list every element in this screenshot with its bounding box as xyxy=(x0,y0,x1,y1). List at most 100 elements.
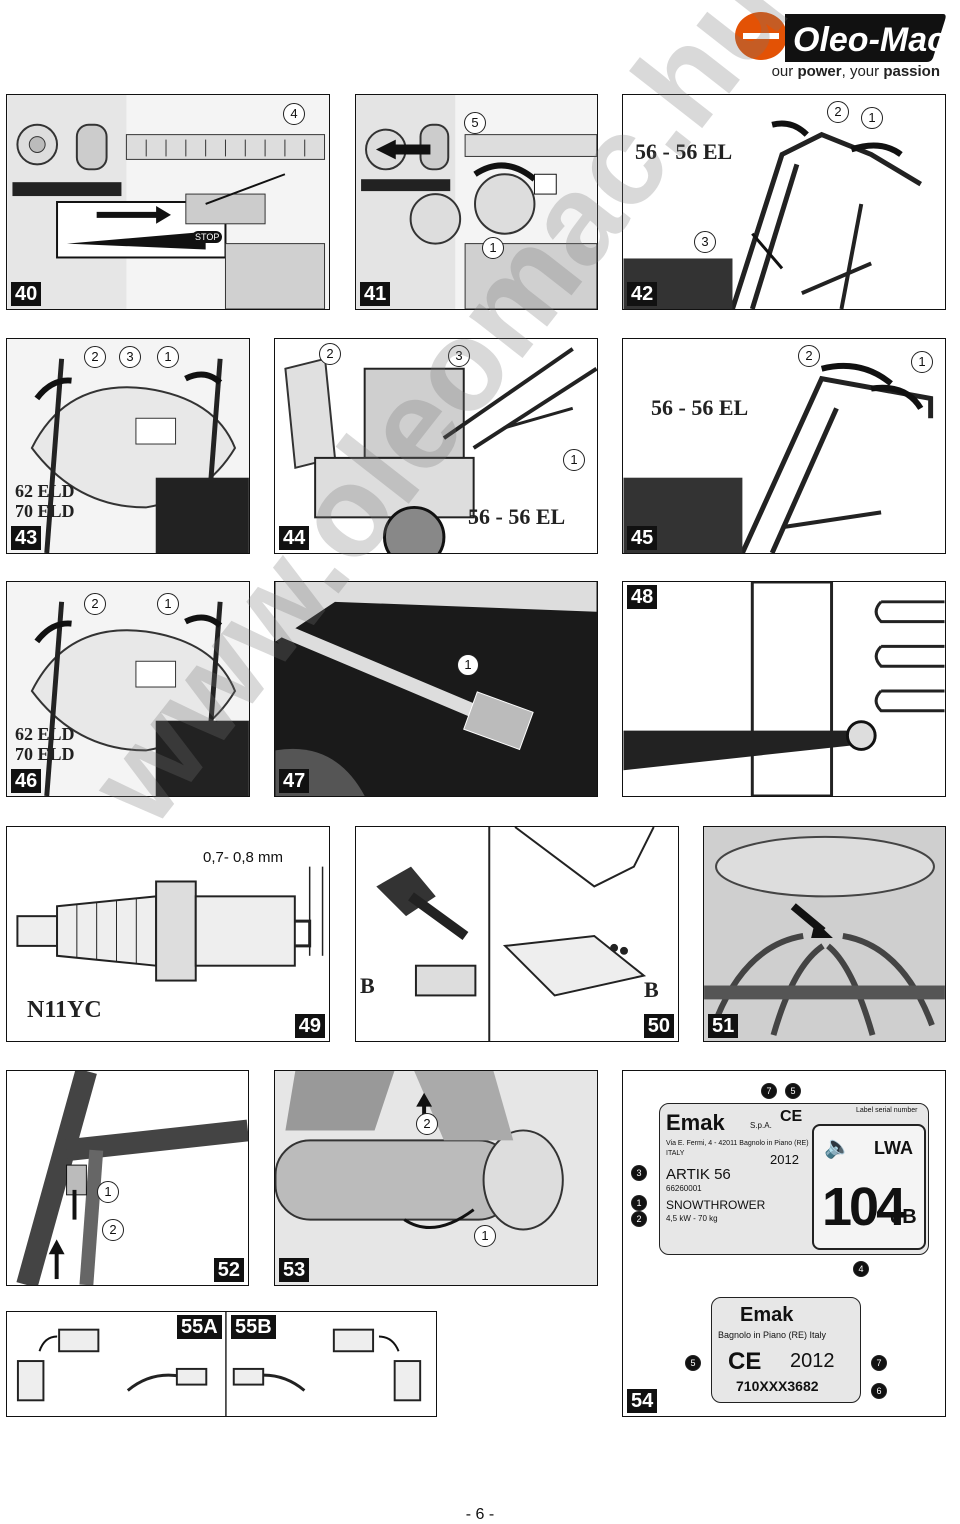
rating-label: Emak S.p.A. CE Label serial number Via E… xyxy=(659,1103,929,1255)
serial-caption: Label serial number xyxy=(856,1107,918,1114)
figure-number: 44 xyxy=(279,526,310,550)
callout-1: 1 xyxy=(631,1195,647,1211)
figure-number: 43 xyxy=(11,526,42,550)
callout-4: 4 xyxy=(283,103,305,125)
page-number: - 6 - xyxy=(465,1506,495,1523)
callout-2: 2 xyxy=(827,101,849,123)
figure-46: 2 1 62 ELD 70 ELD 46 xyxy=(6,581,250,797)
model-label: 62 ELD xyxy=(15,724,75,744)
callout-2: 2 xyxy=(319,343,341,365)
figure-51: 51 xyxy=(703,826,946,1042)
emak-brand: Emak xyxy=(740,1304,794,1326)
figure-number: 41 xyxy=(360,282,391,306)
model-label: 70 ELD xyxy=(15,501,75,521)
callout-3: 3 xyxy=(631,1165,647,1181)
figure-number: 48 xyxy=(627,585,658,609)
figure-55: 55A 55B xyxy=(6,1311,437,1417)
figure-54: Emak S.p.A. CE Label serial number Via E… xyxy=(622,1070,946,1417)
figure-43: 2 3 1 62 ELD 70 ELD 43 xyxy=(6,338,250,554)
figure-45: 56 - 56 EL 2 1 45 xyxy=(622,338,946,554)
figure-number: 50 xyxy=(643,1014,674,1038)
callout-7: 7 xyxy=(871,1355,887,1371)
figure-49: 0,7- 0,8 mm N11YC 49 xyxy=(6,826,330,1042)
figure-44: 2 3 1 56 - 56 EL 44 xyxy=(274,338,598,554)
brand-logo: Oleo-Mac xyxy=(733,6,948,78)
callout-1: 1 xyxy=(482,237,504,259)
figure-number: 55A xyxy=(177,1315,222,1339)
figure-53: 2 1 53 xyxy=(274,1070,598,1286)
figure-number: 55B xyxy=(231,1315,276,1339)
callout-1: 1 xyxy=(911,351,933,373)
country: ITALY xyxy=(666,1150,685,1157)
callout-5: 5 xyxy=(785,1083,801,1099)
figure-number: 54 xyxy=(627,1389,658,1413)
emak-brand: Emak xyxy=(666,1110,725,1135)
product-type: SNOWTHROWER xyxy=(666,1198,766,1212)
ce-mark: CE xyxy=(780,1108,803,1125)
figure-number: 53 xyxy=(279,1258,310,1282)
lwa-label: LWA xyxy=(874,1138,913,1158)
stop-label: STOP xyxy=(192,231,223,243)
figure-41: 5 1 41 xyxy=(355,94,598,310)
plug-type: N11YC xyxy=(27,997,102,1023)
callout-2: 2 xyxy=(798,345,820,367)
callout-1: 1 xyxy=(861,107,883,129)
ce-mark: CE xyxy=(728,1348,762,1375)
callout-2: 2 xyxy=(416,1113,438,1135)
callout-3: 3 xyxy=(694,231,716,253)
serial-plate: Emak Bagnolo in Piano (RE) Italy CE 2012… xyxy=(711,1297,861,1403)
callout-2: 2 xyxy=(84,346,106,368)
figure-40: 4 STOP 40 xyxy=(6,94,330,310)
figure-52: 1 2 52 xyxy=(6,1070,249,1286)
spa-text: S.p.A. xyxy=(750,1121,772,1130)
db-value: 104 xyxy=(822,1177,906,1237)
model-label: 70 ELD xyxy=(15,744,75,764)
noise-box: 🔈 LWA 104 dB xyxy=(812,1124,926,1250)
callout-5: 5 xyxy=(685,1355,701,1371)
callout-1: 1 xyxy=(157,346,179,368)
brand-name: Oleo-Mac xyxy=(793,21,946,59)
address: Via E. Fermi, 4 - 42011 Bagnolo in Piano… xyxy=(666,1140,809,1147)
figure-50: B B 50 xyxy=(355,826,679,1042)
callout-2: 2 xyxy=(84,593,106,615)
year: 2012 xyxy=(770,1152,799,1167)
callout-3: 3 xyxy=(119,346,141,368)
figure-number: 49 xyxy=(294,1014,325,1038)
model-label: 62 ELD xyxy=(15,481,75,501)
callout-1: 1 xyxy=(457,654,479,676)
callout-1: 1 xyxy=(474,1225,496,1247)
model-name: ARTIK 56 xyxy=(666,1166,731,1183)
label-b: B xyxy=(644,977,659,1002)
callout-3: 3 xyxy=(448,345,470,367)
callout-7: 7 xyxy=(761,1083,777,1099)
gap-dimension: 0,7- 0,8 mm xyxy=(203,849,284,866)
callout-2: 2 xyxy=(631,1211,647,1227)
serial-number: 710XXX3682 xyxy=(736,1378,819,1394)
callout-1: 1 xyxy=(157,593,179,615)
callout-5: 5 xyxy=(464,112,486,134)
figure-number: 40 xyxy=(11,282,42,306)
callout-6: 6 xyxy=(871,1383,887,1399)
town: Bagnolo in Piano (RE) Italy xyxy=(718,1330,827,1340)
figure-number: 45 xyxy=(627,526,658,550)
speaker-icon: 🔈 xyxy=(824,1134,852,1159)
callout-2: 2 xyxy=(102,1219,124,1241)
figure-42: 56 - 56 EL 2 1 3 42 xyxy=(622,94,946,310)
model-label: 56 - 56 EL xyxy=(651,395,749,420)
figure-number: 42 xyxy=(627,282,658,306)
model-label: 56 - 56 EL xyxy=(468,504,566,529)
figure-number: 47 xyxy=(279,769,310,793)
figure-number: 52 xyxy=(213,1258,244,1282)
model-label: 56 - 56 EL xyxy=(635,139,733,164)
tagline: our power, your passion xyxy=(771,63,940,80)
db-unit: dB xyxy=(890,1206,917,1228)
year: 2012 xyxy=(790,1350,835,1372)
callout-1: 1 xyxy=(563,449,585,471)
figure-number: 46 xyxy=(11,769,42,793)
power-weight: 4,5 kW - 70 kg xyxy=(666,1214,718,1223)
figure-48: 48 xyxy=(622,581,946,797)
product-code: 66260001 xyxy=(666,1184,702,1193)
figure-47: 1 47 xyxy=(274,581,598,797)
callout-4: 4 xyxy=(853,1261,869,1277)
callout-1: 1 xyxy=(97,1181,119,1203)
